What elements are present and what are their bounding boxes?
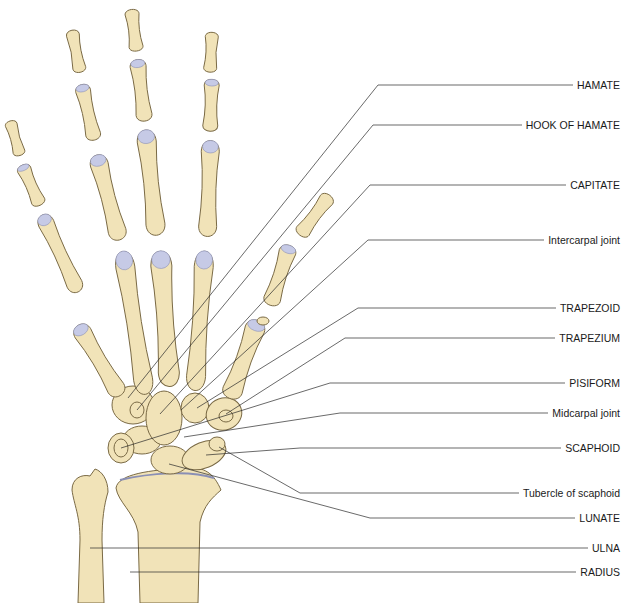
part-label: Tubercle of scaphoid — [523, 486, 620, 500]
metacarpal-bone — [113, 250, 154, 396]
cartilage-cap — [130, 59, 145, 69]
phalanx-bone — [129, 59, 152, 122]
cartilage-cap — [36, 212, 53, 228]
cartilage-cap — [195, 250, 213, 269]
phalanx-bone — [294, 191, 336, 240]
metacarpal-bone — [150, 250, 180, 387]
cartilage-cap — [151, 250, 171, 269]
part-label: TRAPEZIUM — [559, 331, 620, 345]
phalanx-bone — [203, 32, 218, 73]
leader-line — [90, 548, 588, 549]
leader-line — [137, 125, 522, 410]
cartilage-cap — [17, 163, 31, 173]
scaphoid-bone — [178, 434, 230, 475]
leader-line — [206, 448, 561, 455]
capitate-bone — [146, 391, 182, 445]
leader-line — [128, 85, 573, 398]
sesamoid-bone — [257, 317, 269, 325]
part-label: TRAPEZOID — [560, 301, 620, 315]
trapezium-bone — [202, 393, 247, 435]
phalanx-bone — [4, 119, 25, 157]
part-label: ULNA — [592, 541, 620, 555]
cartilage-cap — [71, 321, 90, 338]
part-label: SCAPHOID — [565, 441, 620, 455]
ulna-bone — [72, 469, 108, 603]
phalanx-bone — [16, 162, 47, 208]
leader-line — [169, 464, 575, 518]
phalanx-bone — [74, 83, 101, 142]
phalanx-bone — [203, 79, 220, 131]
finger-bones — [4, 9, 335, 402]
cartilage-cap — [75, 83, 90, 93]
leader-line — [197, 308, 556, 408]
cartilage-cap — [89, 153, 107, 168]
part-label: HOOK OF HAMATE — [526, 118, 620, 132]
part-label: Intercarpal joint — [548, 233, 620, 247]
leader-lines — [90, 85, 588, 572]
cartilage-cap — [137, 129, 155, 144]
part-label: PISIFORM — [569, 376, 620, 390]
leader-line — [121, 383, 565, 448]
leader-line — [160, 185, 566, 414]
cartilage-cap — [205, 79, 218, 86]
part-label: CAPITATE — [570, 178, 620, 192]
phalanx-bone — [66, 29, 87, 74]
phalanx-bone — [35, 212, 85, 296]
phalanx-bone — [88, 153, 128, 242]
leader-line — [219, 447, 519, 493]
metacarpal-bone — [70, 321, 128, 400]
forearm-bones — [72, 468, 221, 603]
cartilage-cap — [202, 140, 218, 153]
part-label: Midcarpal joint — [552, 406, 620, 420]
leader-line — [130, 572, 576, 573]
cartilage-cap — [280, 243, 297, 255]
leader-line — [226, 338, 555, 414]
phalanx-bone — [125, 9, 144, 52]
radius-bone — [116, 468, 221, 603]
cartilage-cap — [115, 250, 134, 271]
phalanx-bone — [136, 129, 166, 236]
trapezium-ridge — [219, 410, 233, 422]
phalanx-bone — [198, 140, 219, 236]
leader-line — [184, 413, 548, 437]
part-label: HAMATE — [577, 78, 620, 92]
part-label: RADIUS — [580, 565, 620, 579]
part-label: LUNATE — [579, 511, 620, 525]
